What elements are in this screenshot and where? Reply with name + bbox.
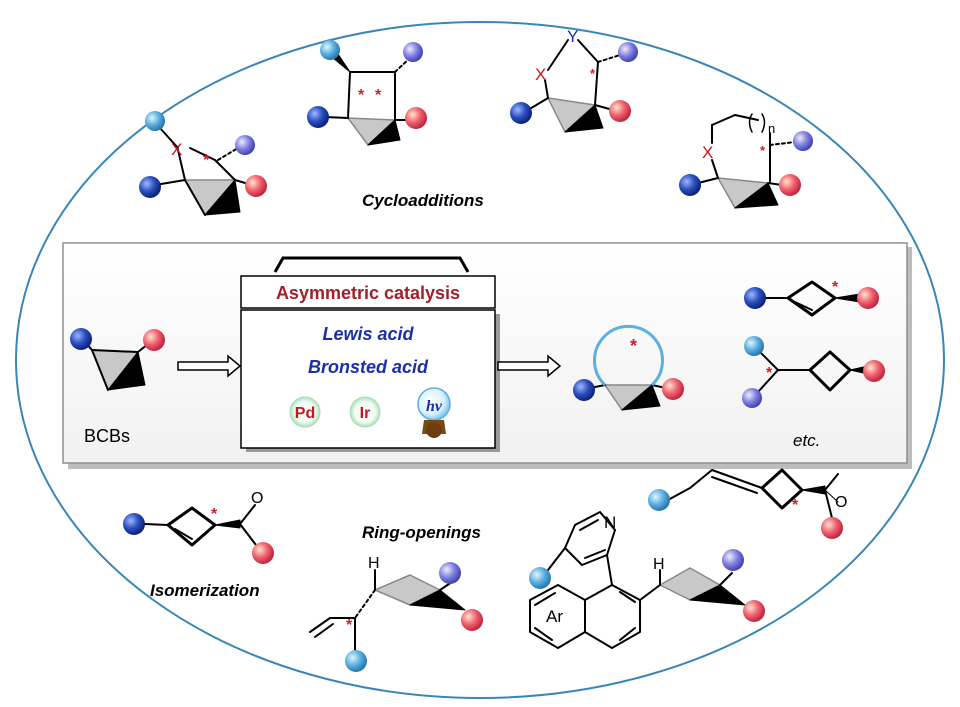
ring-size-n: n xyxy=(768,121,775,136)
sphere-pink-4 xyxy=(779,174,801,196)
catalyst-lewis-acid: Lewis acid xyxy=(322,324,414,344)
sphere-light-blue-cyclobutane xyxy=(744,336,764,356)
sphere-dark-blue-cyclobutene xyxy=(744,287,766,309)
sphere-pink-generic xyxy=(662,378,684,400)
sphere-lavender-cyclobutane xyxy=(742,388,762,408)
section-title-ring-openings: Ring-openings xyxy=(362,523,481,542)
section-title-isomerization: Isomerization xyxy=(150,581,260,600)
hydrogen-label-1: H xyxy=(368,555,380,572)
sphere-light-blue-2 xyxy=(320,40,340,60)
stereo-star-cyclobutene: * xyxy=(832,279,839,296)
sphere-dark-blue-generic xyxy=(573,379,595,401)
metal-label-ir: Ir xyxy=(360,405,371,422)
oxygen-label-2: O xyxy=(835,494,847,511)
stereo-star-alkylidene: * xyxy=(792,497,799,514)
sphere-pink-bcb xyxy=(143,329,165,351)
cycloaddition-product-4 xyxy=(697,113,796,209)
hetero-atom-x-1: X xyxy=(171,140,182,159)
sphere-lavender-pyridyl xyxy=(722,549,744,571)
hetero-atom-x-4: X xyxy=(702,143,713,162)
hetero-atom-x-3: X xyxy=(535,65,546,84)
sphere-pink-alkylidene xyxy=(821,517,843,539)
sphere-light-blue-vinyl xyxy=(345,650,367,672)
outer-ellipse xyxy=(15,21,945,699)
oxygen-label-1: O xyxy=(251,490,263,507)
sphere-pink-cyclobutene xyxy=(857,287,879,309)
generic-ring-circle xyxy=(593,324,664,387)
sphere-lavender-2 xyxy=(403,42,423,62)
arrow-right xyxy=(497,354,562,378)
stereo-star-2a: * xyxy=(358,87,365,104)
light-label-hv: hv xyxy=(426,398,443,415)
bcbs-label: BCBs xyxy=(84,426,130,446)
sphere-lavender-vinyl xyxy=(439,562,461,584)
catalyst-header-box xyxy=(240,275,496,309)
sphere-lavender-4 xyxy=(793,131,813,151)
sphere-pink-2 xyxy=(405,107,427,129)
sphere-dark-blue-isomerization xyxy=(123,513,145,535)
stereo-star-generic: * xyxy=(630,336,637,356)
stereo-star-1: * xyxy=(203,152,210,169)
stereo-star-vinyl: * xyxy=(346,617,353,634)
generic-chiral-product xyxy=(589,384,667,411)
stereo-star-4: * xyxy=(760,143,766,158)
sphere-light-blue-1 xyxy=(145,111,165,131)
catalyst-bronsted-acid: Bronsted acid xyxy=(308,357,429,377)
sphere-pink-1 xyxy=(245,175,267,197)
section-title-cycloadditions: Cycloadditions xyxy=(362,191,484,210)
hetero-atom-y-3: Y xyxy=(567,27,578,46)
sphere-dark-blue-2 xyxy=(307,106,329,128)
catalyst-box-tab xyxy=(273,256,470,273)
sphere-pink-vinyl xyxy=(461,609,483,631)
aryl-label: Ar xyxy=(546,607,563,626)
metal-label-pd: Pd xyxy=(295,405,315,422)
sphere-dark-blue-1 xyxy=(139,176,161,198)
cycloaddition-product-2 xyxy=(324,53,413,146)
sphere-pink-isomerization xyxy=(252,542,274,564)
pyridyl-naphthyl-product xyxy=(529,511,746,649)
cycloaddition-product-3 xyxy=(527,39,621,133)
sphere-dark-blue-3 xyxy=(510,102,532,124)
arrow-left xyxy=(177,354,242,378)
stereo-star-cyclobutane: * xyxy=(766,365,773,382)
sphere-lavender-3 xyxy=(618,42,638,62)
sphere-lavender-1 xyxy=(235,135,255,155)
sphere-dark-blue-bcb xyxy=(70,328,92,350)
sphere-dark-blue-4 xyxy=(679,174,701,196)
sphere-pink-3 xyxy=(609,100,631,122)
alkylidene-cyclobutane-product xyxy=(667,468,839,519)
metal-badge-ir xyxy=(349,396,381,428)
hydrogen-label-2: H xyxy=(653,556,665,573)
catalyst-header-text: Asymmetric catalysis xyxy=(276,283,460,303)
vinyl-cyclobutane-product xyxy=(309,569,466,651)
cyclobutene-product xyxy=(764,280,861,317)
sphere-light-blue-alkylidene xyxy=(648,489,670,511)
sphere-pink-cyclobutane xyxy=(863,360,885,382)
light-bulb-icon xyxy=(417,387,451,438)
metal-badge-pd xyxy=(289,396,321,428)
isomerization-product xyxy=(144,504,257,547)
stereo-star-isomerization: * xyxy=(211,506,218,523)
nitrogen-label: N xyxy=(604,513,616,532)
etc-label: etc. xyxy=(793,431,820,450)
stereo-star-3: * xyxy=(590,66,596,81)
sphere-pink-pyridyl xyxy=(743,600,765,622)
stereo-star-2b: * xyxy=(375,87,382,104)
sphere-light-blue-pyridyl xyxy=(529,567,551,589)
